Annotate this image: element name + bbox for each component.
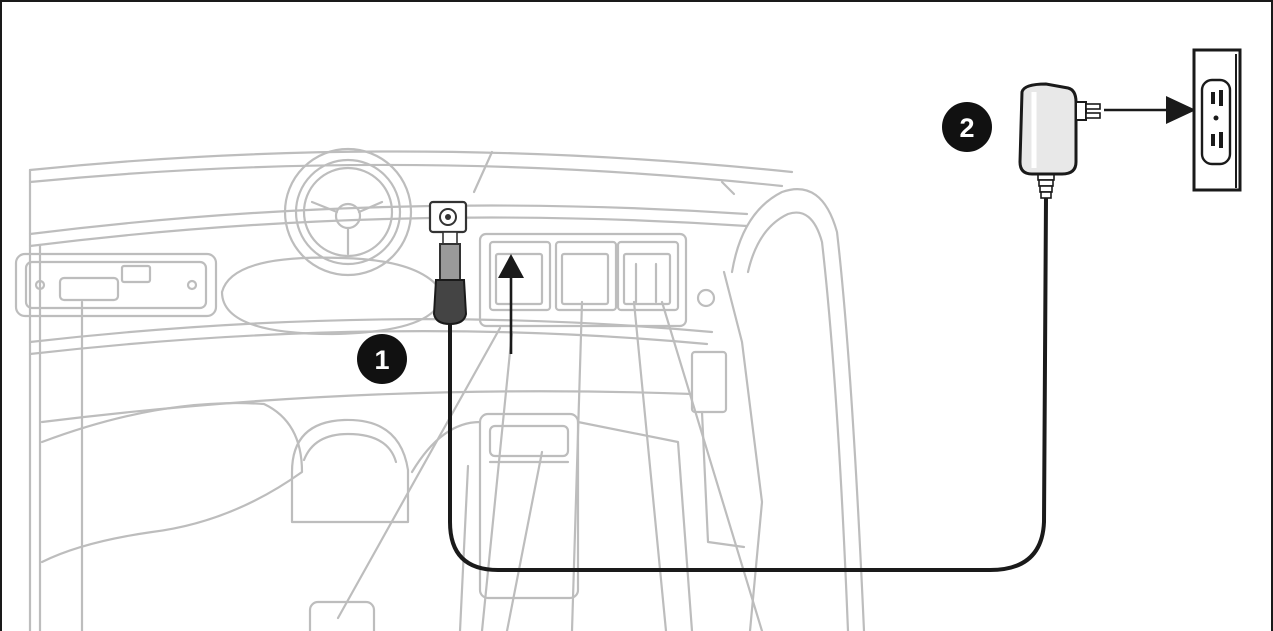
step-1-badge: 1 bbox=[357, 334, 407, 384]
dc-power-jack-icon bbox=[428, 200, 468, 234]
wall-outlet-icon bbox=[1192, 48, 1242, 192]
insert-arrow-icon bbox=[498, 254, 524, 354]
machine-body bbox=[14, 147, 866, 631]
power-adapter-icon bbox=[1018, 82, 1101, 176]
barrel-plug-icon bbox=[432, 231, 468, 326]
switch-panel bbox=[478, 232, 688, 328]
strain-relief bbox=[1037, 173, 1055, 199]
left-control-panel bbox=[14, 252, 218, 318]
step-1-number: 1 bbox=[374, 345, 389, 375]
power-cable bbox=[448, 197, 1048, 572]
plug-in-arrow-icon bbox=[1104, 96, 1196, 124]
step-2-badge: 2 bbox=[942, 102, 992, 152]
round-knob bbox=[283, 147, 413, 277]
step-2-number: 2 bbox=[959, 113, 974, 143]
